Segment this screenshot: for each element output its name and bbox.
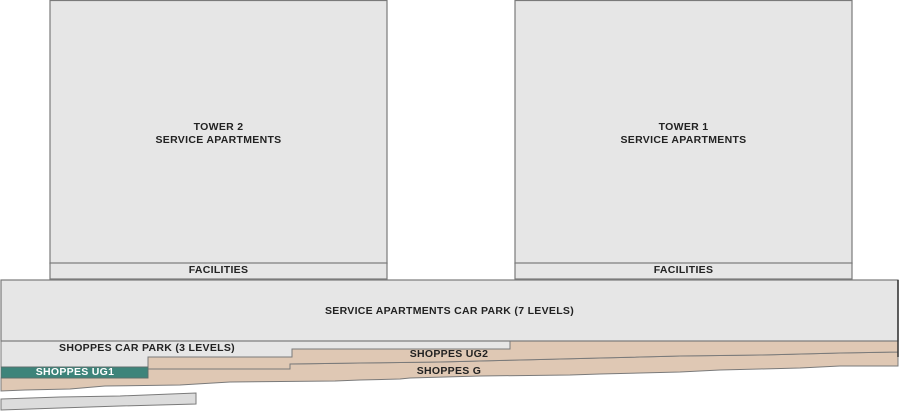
tower-1-facilities (514, 262, 853, 280)
tower-2-use: SERVICE APARTMENTS (155, 134, 282, 146)
tower-2-block (49, 0, 388, 265)
tower-1-use: SERVICE APARTMENTS (620, 134, 747, 146)
shoppes-ug1-block (0, 366, 149, 379)
basement-level (0, 392, 197, 411)
service-apartments-car-park-label: SERVICE APARTMENTS CAR PARK (7 LEVELS) (324, 305, 575, 317)
tower-2-name: TOWER 2 (193, 121, 244, 133)
shoppes-ug1-label: SHOPPES UG1 (35, 366, 115, 378)
shoppes-car-park-label: SHOPPES CAR PARK (3 LEVELS) (59, 342, 235, 354)
tower-2-facilities-label: FACILITIES (188, 264, 249, 276)
tower-1-name: TOWER 1 (658, 121, 709, 133)
tower-2-facilities (49, 262, 388, 280)
shoppes-g-label: SHOPPES G (416, 365, 482, 377)
tower-1-facilities-label: FACILITIES (653, 264, 714, 276)
shoppes-ug2-label: SHOPPES UG2 (409, 348, 489, 360)
tower-1-block (514, 0, 853, 265)
service-apartments-car-park-block (0, 279, 899, 342)
